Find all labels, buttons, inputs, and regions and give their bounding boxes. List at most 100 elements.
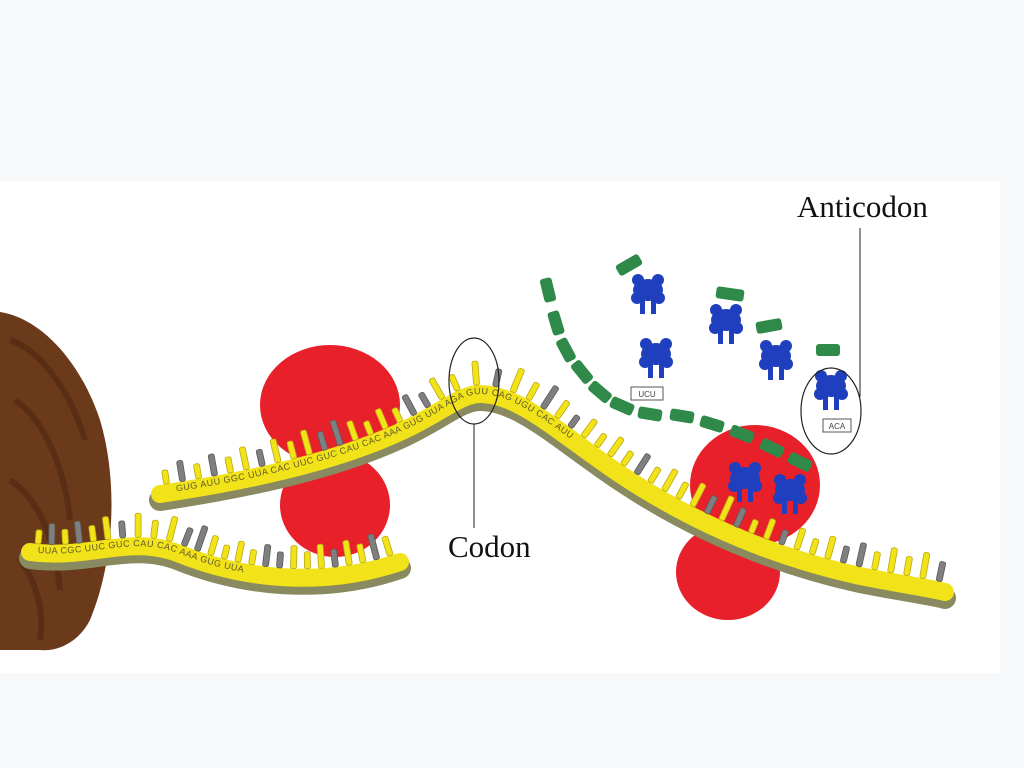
amino-acid [787, 452, 813, 472]
trna [709, 304, 743, 344]
nucleotide-base [290, 545, 298, 570]
nucleotide-base [316, 431, 328, 451]
nucleotide-base [704, 495, 718, 515]
nucleotide-base [509, 368, 525, 393]
bases-lower [34, 512, 394, 570]
amino-acid [609, 396, 635, 416]
nucleotide-base [176, 460, 186, 482]
amino-acid [571, 360, 593, 384]
nucleotide-base [903, 556, 913, 577]
trna-ucu-anticodon: UCU [630, 386, 664, 401]
nucleotide-base [935, 561, 947, 582]
nucleotide-base [525, 381, 540, 401]
amino-acid [556, 337, 576, 363]
nucleotide-base [239, 446, 250, 471]
amino-acid [699, 415, 725, 433]
nucleotide-base [166, 516, 179, 542]
bases-upper [161, 360, 947, 582]
nucleotide-base [763, 518, 776, 540]
trna-molecules [631, 274, 848, 514]
nucleotide-base [102, 516, 112, 541]
nucleotide-base [448, 374, 461, 392]
nucleotide-base [471, 360, 480, 386]
mrna-upper [151, 384, 954, 601]
nucleotide-base [255, 448, 266, 467]
translation-illustration: UUA CGC UUC GUC CAU CAC AAA GUG UUA GUG … [0, 181, 1000, 673]
nucleotide-base [375, 408, 389, 430]
nucleotide-base [418, 391, 431, 409]
nucleotide-base [276, 551, 284, 569]
nucleotide-base [887, 547, 898, 574]
nucleotide-base [824, 535, 837, 560]
translation-diagram: UUA CGC UUC GUC CAU CAC AAA GUG UUA GUG … [0, 189, 956, 651]
nucleotide-base [675, 481, 689, 500]
nucleotide-base [207, 453, 218, 477]
mrna-lower [21, 537, 409, 587]
trna [639, 338, 673, 378]
nucleotide-base [34, 529, 43, 545]
anticodon-text-ucu: UCU [638, 390, 656, 399]
nucleotide-base [689, 482, 707, 508]
amino-acid [755, 318, 783, 334]
nucleotide-base [778, 529, 789, 546]
free-amino-acids [615, 254, 840, 356]
codon-label: Codon [448, 529, 531, 564]
nucleotide-base [391, 407, 403, 423]
nucleotide-base [286, 440, 297, 460]
trna-aca-anticodon: ACA [822, 418, 852, 433]
nucleotide-base [356, 543, 367, 564]
amino-acid [637, 406, 663, 422]
polypeptide-chain [539, 277, 813, 472]
nucleotide-base [540, 385, 559, 410]
nucleotide-base [855, 542, 867, 568]
anticodon-highlight-circle [800, 367, 862, 455]
trna [814, 370, 848, 410]
nucleotide-base [567, 414, 581, 429]
nucleotide-base [262, 544, 272, 568]
amino-acid [669, 408, 695, 424]
amino-acid [759, 438, 785, 458]
ribosome-left-large-subunit [260, 345, 400, 465]
nucleus-texture [8, 337, 88, 641]
anticodon-text-aca: ACA [829, 422, 846, 431]
amino-acid [715, 286, 745, 302]
nucleotide-base [207, 535, 219, 556]
nucleotide-base [718, 495, 735, 522]
nucleotide-base [620, 450, 634, 467]
nucleotide-base [161, 469, 170, 485]
trna [759, 340, 793, 380]
nucleotide-base [634, 453, 651, 476]
trna [773, 474, 807, 514]
nucleotide-base [221, 544, 231, 560]
nucleotide-base [193, 463, 202, 480]
nucleotide-base [809, 538, 820, 556]
nucleotide-base [61, 528, 69, 545]
amino-acid [539, 277, 557, 303]
nucleotide-base [492, 368, 503, 388]
nucleotide-base [118, 520, 127, 539]
nucleus-shape [0, 312, 112, 651]
nucleotide-base [330, 548, 339, 568]
nucleotide-base [367, 533, 380, 561]
nucleotide-base [48, 523, 56, 545]
nucleotide-base [74, 520, 83, 544]
nucleotide-base [428, 377, 445, 400]
nucleotide-base [733, 507, 747, 528]
nucleotide-base [224, 456, 234, 474]
nucleotide-base [303, 551, 311, 570]
nucleotide-base [329, 419, 344, 447]
nucleotide-base [793, 527, 806, 551]
nucleotide-base [661, 468, 679, 492]
amino-acid [547, 310, 565, 336]
nucleotide-base [300, 429, 313, 456]
nucleotide-base [316, 543, 325, 569]
nucleotide-base [748, 519, 759, 534]
nucleotide-base [919, 552, 931, 579]
nucleotide-base [581, 418, 598, 439]
nucleotide-base [381, 535, 394, 557]
nucleotide-base [134, 512, 142, 538]
amino-acid [816, 344, 840, 356]
nucleotide-base [363, 420, 374, 436]
nucleotide-base [88, 524, 97, 542]
